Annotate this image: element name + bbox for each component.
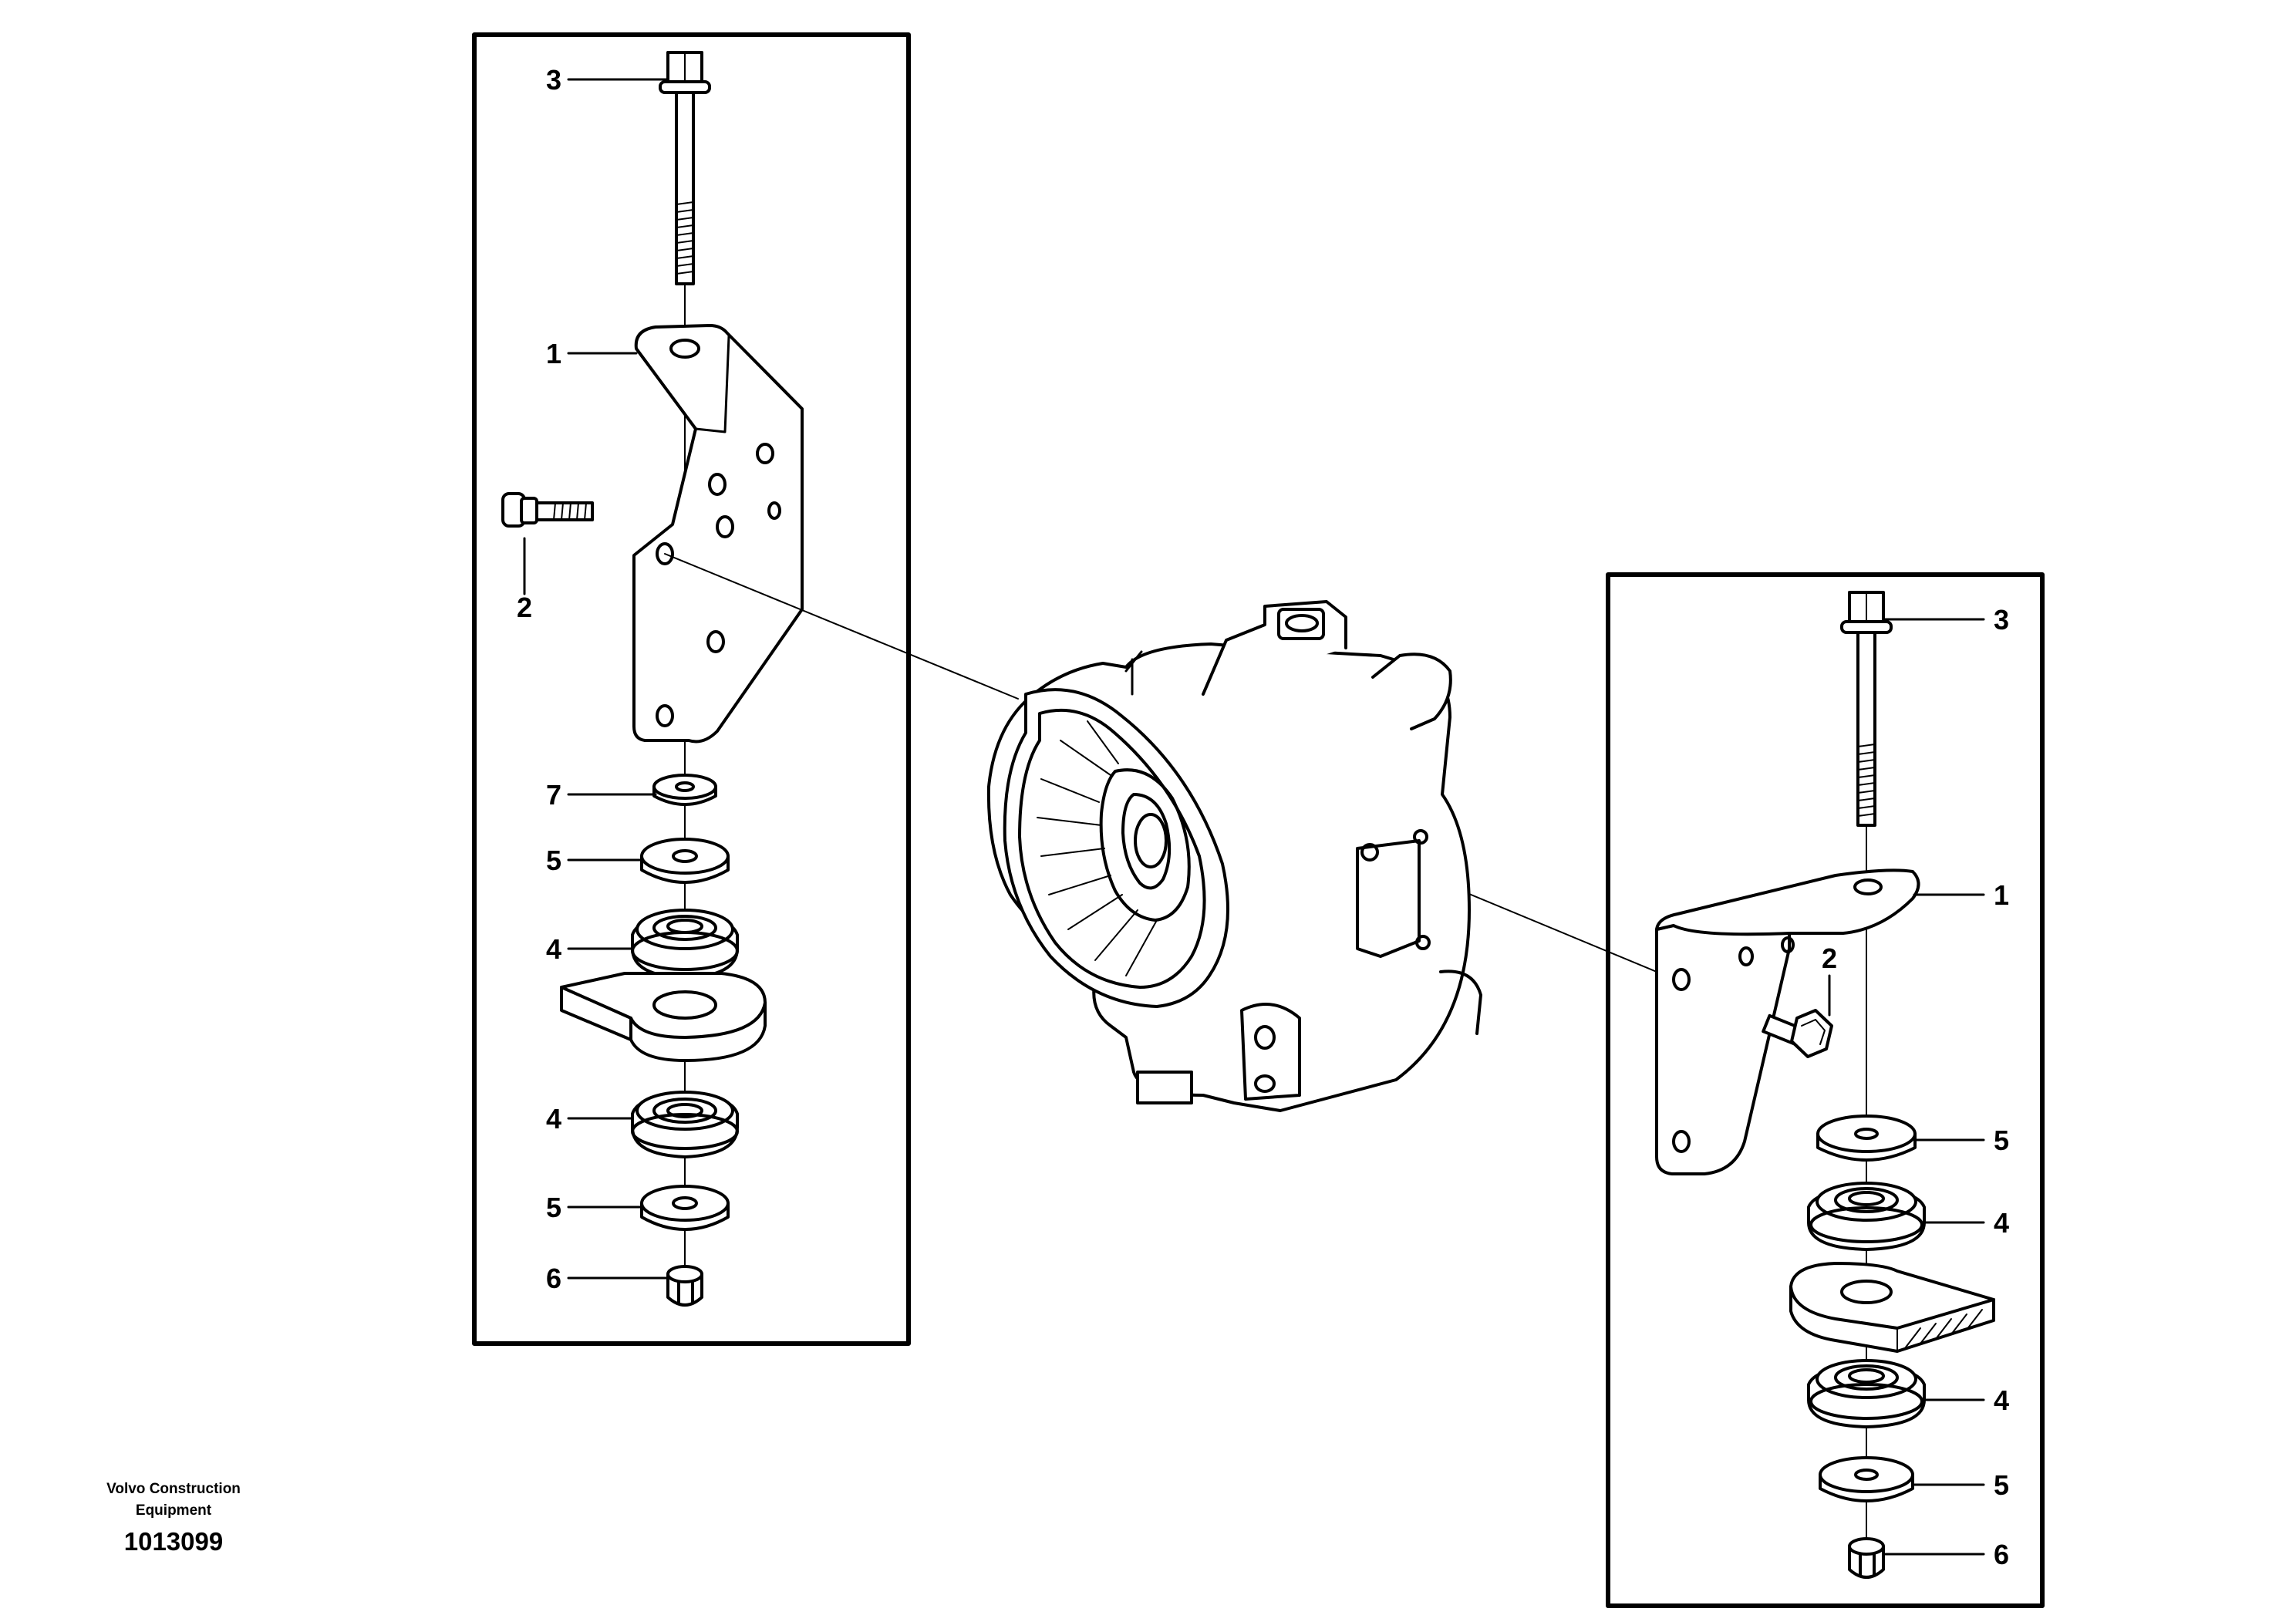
left-callouts: 3 1 2 7 5 4 4 5 6	[517, 64, 561, 1294]
document-number: 1013099	[123, 1527, 224, 1556]
callout-left-washer-5-lower: 5	[546, 1192, 561, 1223]
left-rubber-mount-4-upper	[631, 909, 739, 980]
company-name-line2: Equipment	[135, 1502, 212, 1519]
right-washer-5-lower	[1819, 1456, 1914, 1502]
callout-left-bolt-2: 2	[517, 592, 532, 623]
right-rubber-mount-4-upper	[1807, 1182, 1926, 1251]
left-frame-plate	[560, 972, 767, 1062]
callout-left-washer-5-upper: 5	[546, 845, 561, 876]
callout-right-washer-5-lower: 5	[1994, 1469, 2009, 1501]
left-bracket-1	[632, 324, 804, 744]
left-washer-7	[652, 774, 717, 806]
left-rubber-mount-4-lower	[631, 1091, 739, 1158]
callout-right-mount-4-lower: 4	[1994, 1384, 2009, 1416]
callout-right-nut-6: 6	[1994, 1539, 2009, 1570]
callout-left-mount-4-upper: 4	[546, 933, 561, 965]
callout-right-mount-4-upper: 4	[1994, 1207, 2009, 1239]
callout-left-washer-7: 7	[546, 779, 561, 811]
right-bracket-1	[1655, 868, 1920, 1175]
footer-label: Volvo Construction Equipment 1013099	[73, 1479, 274, 1559]
left-bolt-3	[659, 51, 711, 285]
right-frame-plate	[1789, 1262, 1995, 1353]
callout-right-washer-5-upper: 5	[1994, 1125, 2009, 1156]
callout-right-bolt-2: 2	[1822, 943, 1837, 974]
left-connector-line	[664, 553, 1019, 700]
callout-right-bolt-3: 3	[1994, 604, 2009, 636]
left-bolt-2	[501, 492, 594, 528]
callout-left-bracket-1: 1	[546, 338, 561, 369]
left-detail-frame	[472, 32, 911, 1346]
callout-left-mount-4-lower: 4	[546, 1103, 561, 1135]
callout-left-nut-6: 6	[546, 1263, 561, 1294]
right-detail-frame	[1606, 572, 2045, 1608]
callout-right-bracket-1: 1	[1994, 879, 2009, 911]
right-bolt-3	[1840, 591, 1893, 827]
right-washer-5-upper	[1816, 1114, 1917, 1162]
right-callouts: 3 1 2 5 4 4 5 6	[1822, 604, 2009, 1570]
right-leader-lines	[1828, 618, 1985, 1556]
left-nut-6	[666, 1265, 703, 1307]
right-nut-6	[1848, 1537, 1885, 1579]
callout-left-bolt-3: 3	[546, 64, 561, 96]
left-washer-5-lower	[640, 1185, 730, 1231]
transmission-housing	[986, 600, 1482, 1112]
left-washer-5-upper	[640, 838, 730, 884]
left-leader-lines	[523, 78, 669, 1280]
right-rubber-mount-4-lower	[1807, 1359, 1926, 1428]
right-bolt-2	[1762, 1009, 1833, 1058]
company-name-line1: Volvo Construction	[106, 1481, 241, 1497]
